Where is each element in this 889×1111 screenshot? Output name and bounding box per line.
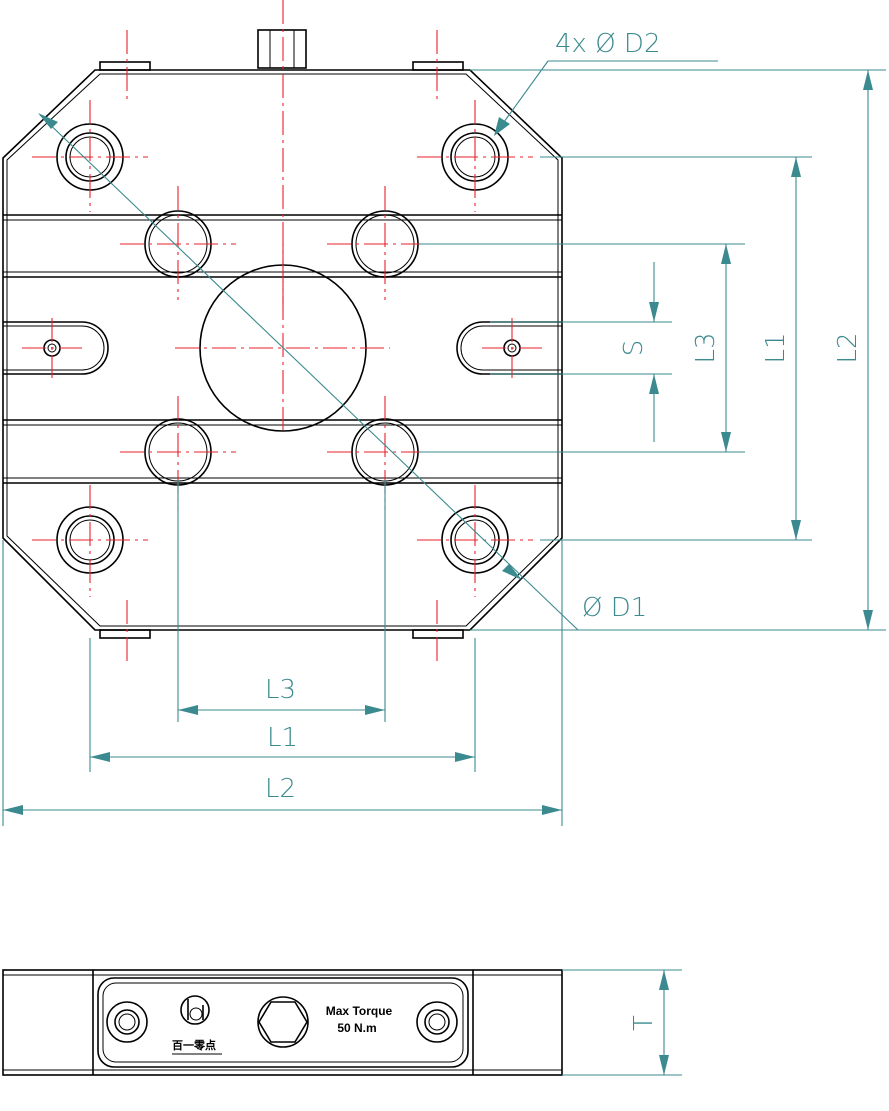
horizontal-dimensions (2, 480, 563, 826)
top-fitting (257, 29, 307, 69)
torque-label-line2: 50 N.m (337, 1021, 376, 1035)
svg-text:百一零点: 百一零点 (172, 1038, 216, 1052)
right-slot (456, 321, 562, 375)
left-slot (3, 321, 109, 375)
torque-label-line1: Max Torque (326, 1004, 393, 1018)
l3-horizontal-label: L3 (265, 675, 296, 705)
nameplate (97, 977, 469, 1068)
side-port (257, 996, 309, 1048)
l1-horizontal-label: L1 (267, 723, 298, 753)
hole-callout-label: 4x Ø D2 (555, 29, 661, 59)
l2-horizontal-label: L2 (265, 774, 296, 804)
t-vertical-label: T (629, 1015, 659, 1031)
d2-leader (494, 60, 718, 136)
vertical-dimensions (420, 69, 886, 631)
l2-vertical-label: L2 (833, 332, 863, 363)
l1-vertical-label: L1 (761, 332, 791, 363)
l3-vertical-label: L3 (691, 332, 721, 363)
s-vertical-label: S (619, 340, 649, 357)
d1-dimension (38, 113, 662, 631)
dimension-labels: 4x Ø D2 Ø D1 L3 L1 L2 S L3 L1 L2 T (265, 29, 863, 1031)
top-view (2, 0, 718, 665)
brand-logo-icon: 百一零点 (172, 995, 222, 1055)
centerlines (22, 0, 542, 665)
center-hole-label: Ø D1 (582, 593, 647, 623)
side-view: 百一零点 Max Torque 50 N.m (2, 969, 682, 1076)
